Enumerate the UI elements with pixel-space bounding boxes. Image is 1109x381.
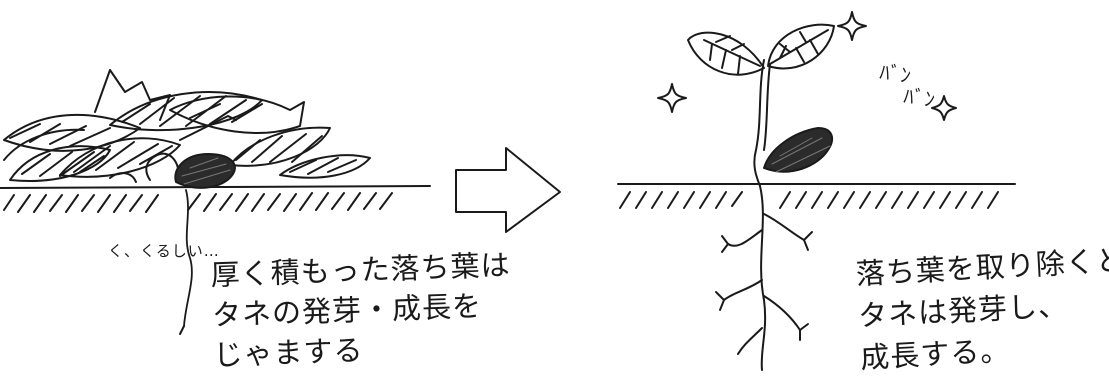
right-arrow-icon bbox=[455, 147, 561, 233]
sprout-left-leaf bbox=[687, 31, 765, 76]
right-caption: 落ち葉を取り除くと タネは発芽し、 成長する。 bbox=[855, 239, 1109, 379]
struggle-sound-text: く、くるしい… bbox=[108, 242, 220, 260]
struggling-root bbox=[179, 189, 193, 335]
buried-seed bbox=[174, 153, 236, 189]
sprout-right-leaf bbox=[767, 23, 835, 70]
right-ground bbox=[617, 183, 1016, 209]
healthy-roots bbox=[715, 185, 813, 371]
seed-coat bbox=[763, 127, 834, 173]
left-caption: 厚く積もった落ち葉は タネの発芽・成長を じゃまする bbox=[210, 245, 514, 375]
sfx-text-2: ﾊﾞﾝ bbox=[902, 83, 938, 113]
sprout-stem bbox=[753, 59, 771, 187]
sparkle-icon bbox=[657, 11, 957, 121]
left-ground bbox=[0, 185, 431, 213]
fallen-leaves-pile bbox=[3, 69, 371, 183]
